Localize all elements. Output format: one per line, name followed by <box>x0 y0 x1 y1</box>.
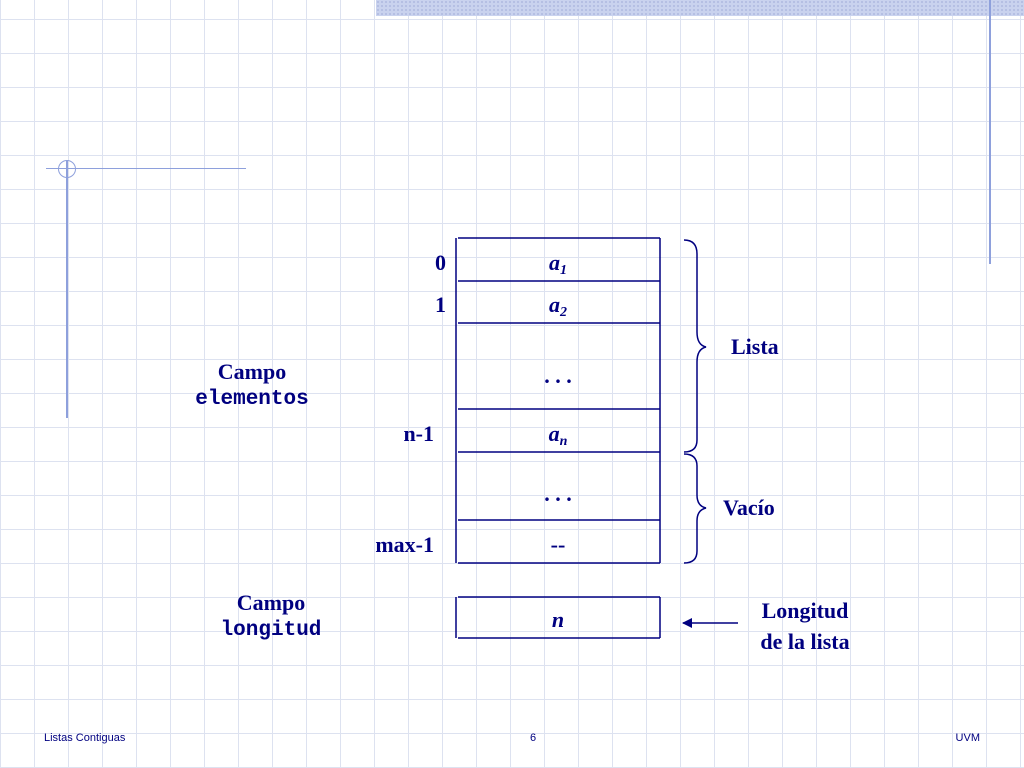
cell-a1: a1 <box>456 250 660 279</box>
field-elements-label-line2: elementos <box>195 388 309 411</box>
footer-page-number: 6 <box>529 732 537 744</box>
left-horizontal-rule <box>46 168 246 169</box>
field-elements-label-line1: Campo <box>217 359 287 384</box>
cell-empty-marker: -- <box>550 532 566 557</box>
cell-an-subscript: n <box>559 434 568 449</box>
left-vertical-rule <box>66 160 68 418</box>
cell-a2: a2 <box>456 292 660 321</box>
right-vertical-rule <box>989 0 991 264</box>
cell-a1-base: a <box>549 250 560 275</box>
cell-ellipsis-upper: . . . <box>544 363 572 388</box>
cell-a2-subscript: 2 <box>560 305 567 320</box>
cell-ellipsis-lower: . . . <box>544 481 572 506</box>
lista-brace-label: Lista <box>731 334 779 359</box>
cell-an-base: a <box>548 421 560 446</box>
cell-a1-subscript: 1 <box>560 263 567 278</box>
index-label-1: 1 <box>435 292 446 317</box>
length-arrow-label-line2: de la lista <box>760 629 850 654</box>
index-label-n-minus-1: n-1 <box>403 421 434 446</box>
field-length-label-line2: longitud <box>220 619 322 642</box>
top-decorative-band <box>376 0 1024 16</box>
footer-organization: UVM <box>955 732 980 744</box>
corner-circle-ornament <box>58 160 76 178</box>
vacio-brace <box>683 453 707 564</box>
index-label-max-minus-1: max-1 <box>375 532 434 557</box>
index-label-0: 0 <box>435 250 446 275</box>
cell-a2-base: a <box>549 292 560 317</box>
vacio-brace-label: Vacío <box>723 495 775 520</box>
lista-brace <box>683 239 707 453</box>
length-arrow-head <box>682 618 692 628</box>
length-arrow-label-line1: Longitud <box>761 598 849 623</box>
field-length-label-line1: Campo <box>236 590 306 615</box>
length-cell-value: n <box>551 607 565 632</box>
cell-an: an <box>456 421 660 450</box>
footer-title: Listas Contiguas <box>44 732 126 744</box>
